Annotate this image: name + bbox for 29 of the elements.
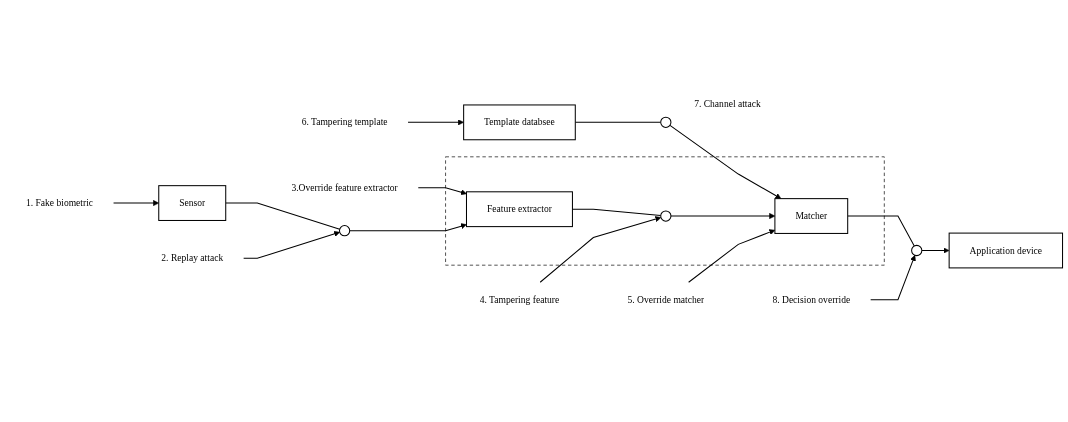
node-text: 1. Fake biometric (25, 197, 94, 209)
arrow (688, 229, 776, 283)
node-text: 2. Replay attack (161, 253, 224, 264)
node-circle (660, 116, 672, 128)
node-label: 7. Channel attack (694, 98, 761, 109)
node-box: Template databsee (463, 104, 576, 141)
arrow (921, 247, 950, 254)
node-circle (911, 244, 923, 257)
node-circle (660, 210, 672, 222)
arrow (870, 255, 916, 301)
arrow (669, 124, 782, 199)
connector (225, 202, 341, 230)
node-text: 6. Tampering template (301, 117, 388, 128)
node-text: 4. Tampering feature (479, 294, 560, 305)
node-box: Feature extractor (466, 191, 573, 228)
arrow (243, 231, 340, 259)
node-circle (338, 225, 351, 237)
node-text: 3.Override feature extractor (291, 182, 398, 193)
node-box: Sensor (158, 185, 227, 221)
node-text: 8. Decision override (772, 294, 851, 305)
node-text: 5. Override matcher (627, 294, 705, 305)
arrow (417, 187, 467, 196)
arrow (539, 216, 662, 283)
node-box: Application device (948, 232, 1064, 269)
arrow (349, 223, 467, 232)
arrow (407, 119, 464, 126)
connector (847, 215, 915, 247)
cluster (445, 156, 885, 266)
node-box: Matcher (774, 198, 849, 234)
